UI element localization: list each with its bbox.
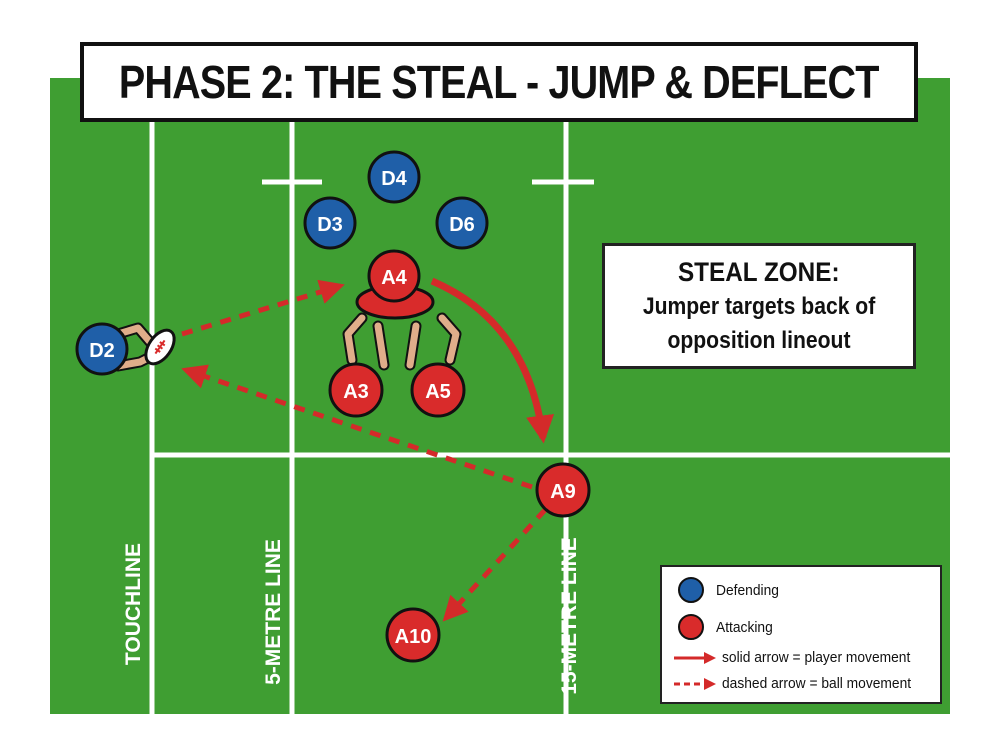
page-title: PHASE 2: THE STEAL - JUMP & DEFLECT <box>119 56 880 108</box>
fifteen-metre-line-label: 15-METRE LINE <box>558 537 581 695</box>
svg-text:A3: A3 <box>343 381 369 403</box>
legend-label-attacking: Attacking <box>716 618 773 636</box>
five-metre-line-label: 5-METRE LINE <box>262 539 285 685</box>
ball-path-d2-to-a4 <box>181 279 345 337</box>
svg-text:A5: A5 <box>425 381 451 403</box>
legend-label-defending: Defending <box>716 581 779 599</box>
legend: Defending Attacking solid arrow = player… <box>660 565 942 704</box>
lifter-arms <box>342 312 462 371</box>
svg-text:D3: D3 <box>317 214 343 236</box>
svg-text:A10: A10 <box>395 626 432 648</box>
steal-zone-callout: STEAL ZONE: Jumper targets back of oppos… <box>602 243 916 369</box>
svg-text:A9: A9 <box>550 481 576 503</box>
player-a4: A4 <box>367 249 421 303</box>
solid-arrow-icon <box>674 651 716 664</box>
svg-text:D4: D4 <box>381 168 407 190</box>
player-movement-a4 <box>430 277 555 444</box>
player-d3: D3 <box>303 196 357 250</box>
svg-text:D2: D2 <box>89 340 115 362</box>
legend-label-solid-arrow: solid arrow = player movement <box>722 649 911 666</box>
ball-path-a9-to-a10 <box>442 508 547 622</box>
legend-label-dashed-arrow: dashed arrow = ball movement <box>722 675 912 692</box>
ball-path-a9-to-d2 <box>181 364 533 490</box>
svg-text:A4: A4 <box>381 267 407 289</box>
player-d2: D2 <box>75 322 129 376</box>
title-box: PHASE 2: THE STEAL - JUMP & DEFLECT <box>80 42 918 122</box>
attacking-swatch-icon <box>678 614 704 640</box>
svg-text:D6: D6 <box>449 214 475 236</box>
player-a9: A9 <box>535 462 591 518</box>
steal-zone-title: STEAL ZONE: <box>678 257 840 287</box>
defending-swatch-icon <box>678 577 704 603</box>
player-a3: A3 <box>328 362 384 418</box>
rugby-ball-icon <box>144 328 176 366</box>
steal-zone-line-1: Jumper targets back of <box>642 293 876 320</box>
player-a5: A5 <box>410 362 466 418</box>
touchline-label: TOUCHLINE <box>122 543 145 665</box>
player-a10: A10 <box>385 607 441 663</box>
legend-item-attacking: Attacking <box>678 614 778 640</box>
steal-zone-line-2: opposition lineout <box>667 327 851 354</box>
dashed-arrow-icon <box>674 677 716 690</box>
legend-item-solid-arrow: solid arrow = player movement <box>672 649 927 666</box>
player-d4: D4 <box>367 150 421 204</box>
legend-item-defending: Defending <box>678 577 784 603</box>
player-d6: D6 <box>435 196 489 250</box>
legend-item-dashed-arrow: dashed arrow = ball movement <box>672 675 928 692</box>
